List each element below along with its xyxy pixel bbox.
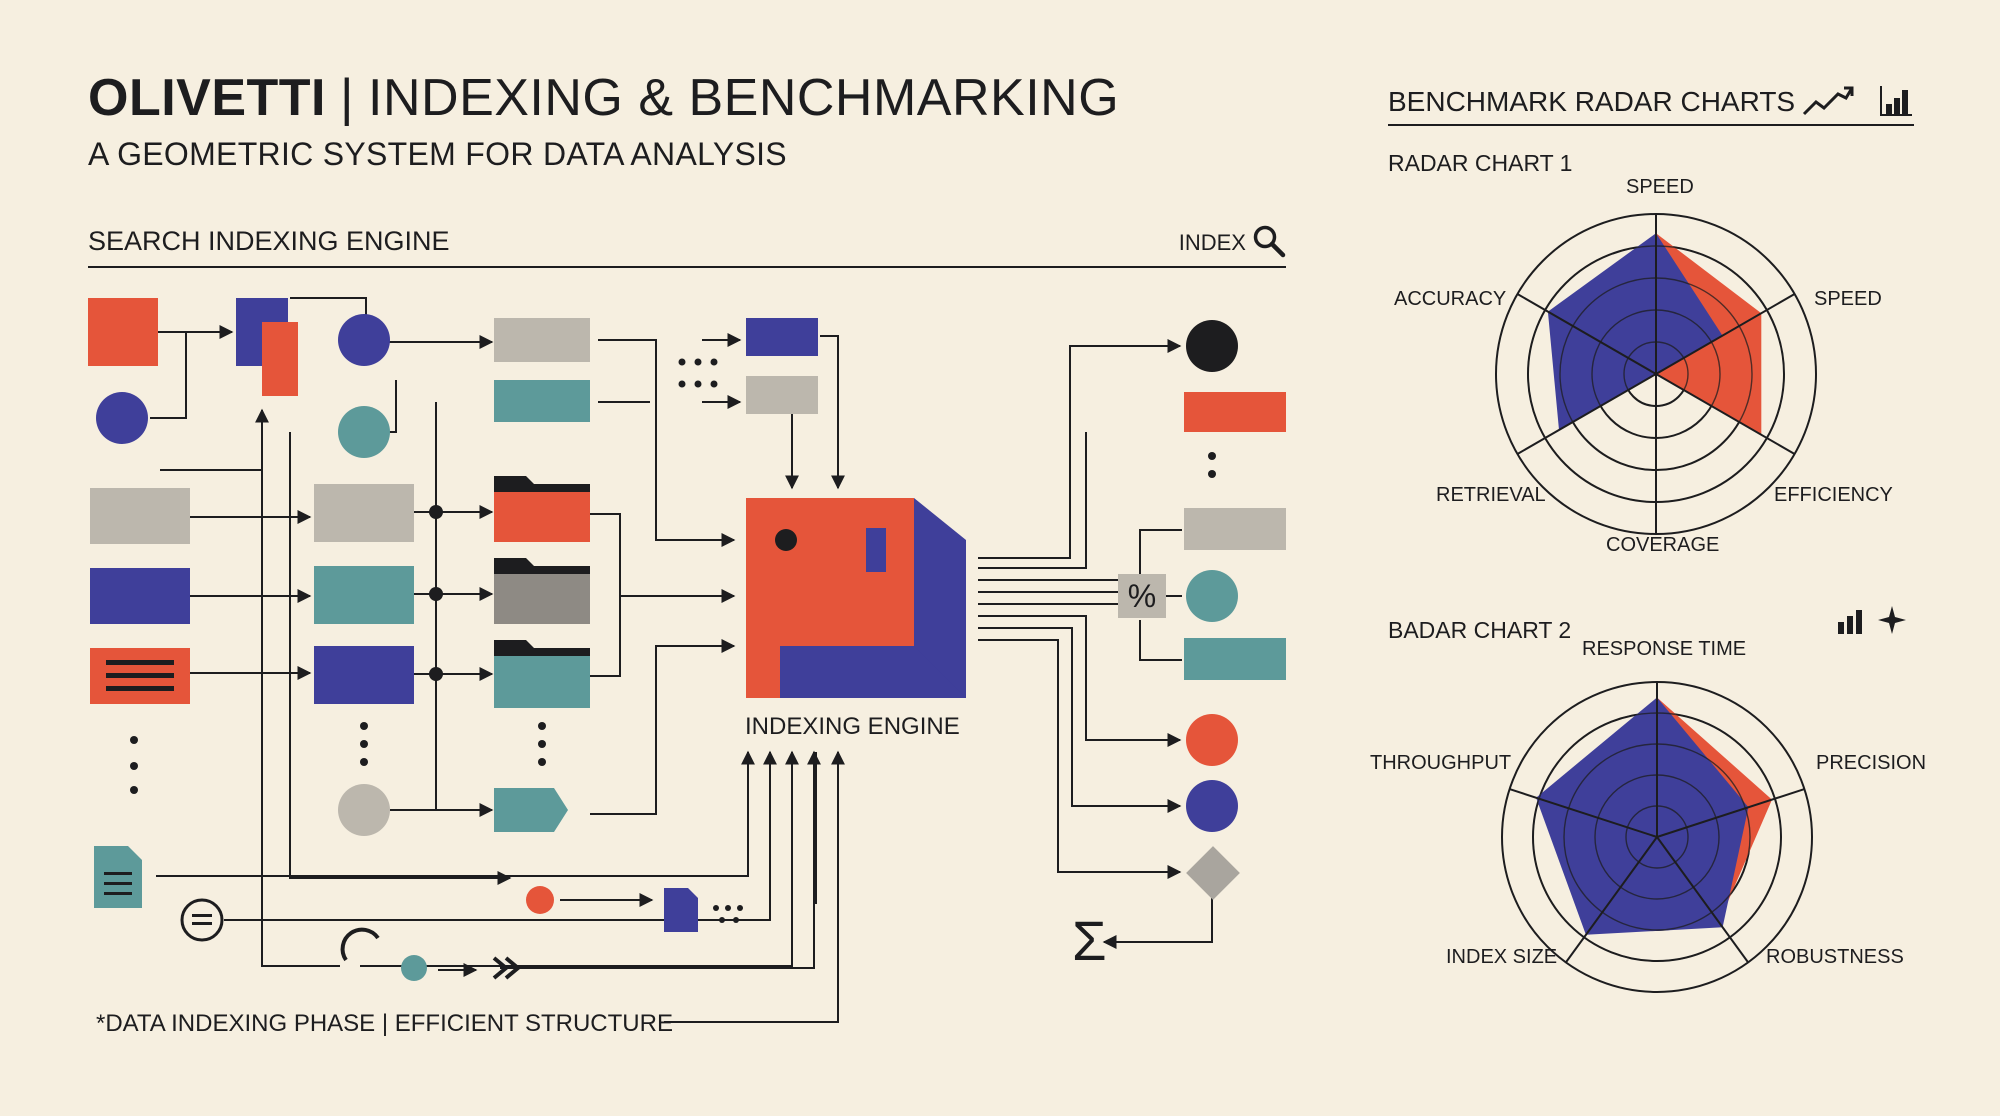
page-title: OLIVETTI|INDEXING & BENCHMARKING — [88, 68, 1119, 128]
bar-chart-icon[interactable] — [1836, 606, 1872, 636]
radar-1-spoke — [1655, 373, 1796, 455]
sigma-symbol: Σ — [1072, 909, 1107, 972]
teal-circle-node — [338, 406, 390, 458]
search-section-header: SEARCH INDEXING ENGINE INDEX — [88, 224, 1286, 268]
radar-1-inner-ring — [1591, 309, 1721, 439]
radar-2-axis-label: THROUGHPUT — [1370, 752, 1512, 774]
footnote: *DATA INDEXING PHASE | EFFICIENT STRUCTU… — [96, 1010, 673, 1037]
folder-icon — [494, 640, 590, 708]
radar-1-inner-ring — [1559, 277, 1753, 471]
radar-1-spoke — [1516, 373, 1657, 455]
index-tag: INDEX — [1178, 230, 1246, 255]
grey-diamond-node — [1186, 846, 1240, 900]
black-circle-node — [1186, 320, 1238, 372]
blue-mid-node — [314, 646, 414, 704]
junction-dot — [429, 505, 443, 519]
radar-2-axis-label: INDEX SIZE — [1446, 946, 1558, 968]
teal-output-node — [1186, 570, 1238, 622]
radar-1-axis-label: ACCURACY — [1394, 288, 1507, 310]
svg-text:%: % — [1128, 578, 1156, 614]
grey-block-node — [746, 376, 818, 414]
sparkle-icon[interactable] — [1876, 604, 1908, 636]
teal-tag-node — [494, 788, 568, 832]
radar-2-inner-ring — [1532, 712, 1782, 962]
double-chevron-icon — [492, 956, 522, 980]
grey-circle-node — [338, 784, 390, 836]
teal-output-block — [1184, 638, 1286, 680]
radar-2-axis-label: RESPONSE TIME — [1582, 638, 1747, 660]
radar-1-series-2 — [1547, 233, 1723, 430]
search-section-label: SEARCH INDEXING ENGINE — [88, 226, 450, 256]
trend-up-icon[interactable] — [1802, 84, 1854, 118]
grey-mid-node — [314, 484, 414, 542]
radar-1-inner-ring — [1623, 341, 1689, 407]
message-icon — [180, 898, 224, 942]
orange-tall-node — [262, 322, 298, 396]
brand-name: OLIVETTI — [88, 69, 326, 127]
folder-icon — [494, 476, 590, 542]
radar-1-spoke — [1516, 293, 1657, 375]
radar-2-series-2 — [1536, 697, 1749, 935]
radar-1-inner-ring — [1527, 245, 1785, 503]
vertical-dots-icon — [1208, 452, 1216, 478]
radar-chart-2 — [1501, 681, 1813, 993]
teal-mid-node — [314, 566, 414, 624]
percent-box-icon: % — [1118, 574, 1166, 618]
radar-2-axis-label: ROBUSTNESS — [1766, 946, 1904, 968]
radar-2-inner-ring — [1563, 743, 1751, 931]
radar-panel-header: BENCHMARK RADAR CHARTS — [1388, 82, 1914, 126]
indexing-engine-block — [746, 498, 966, 698]
page-subtitle: A GEOMETRIC SYSTEM FOR DATA ANALYSIS — [88, 136, 787, 172]
radar-chart-1-title: RADAR CHART 1 — [1388, 150, 1573, 176]
engine-label: INDEXING ENGINE — [745, 713, 960, 740]
grey-input-node — [90, 488, 190, 544]
small-document-icon — [664, 888, 698, 932]
junction-dot — [429, 667, 443, 681]
vertical-dots-icon — [130, 736, 138, 794]
radar-2-spoke — [1509, 788, 1658, 838]
radar-2-inner-ring — [1625, 805, 1689, 869]
bar-chart-icon[interactable] — [1878, 84, 1914, 118]
blue-block-node — [746, 318, 818, 356]
orange-output-circle — [1186, 714, 1238, 766]
teal-block-node — [494, 380, 590, 422]
orange-dot-node — [526, 886, 554, 914]
junction-dot — [429, 587, 443, 601]
radar-1-axis-label: EFFICIENCY — [1774, 484, 1893, 506]
orange-square-node — [88, 298, 158, 366]
grey-block-node — [494, 318, 590, 362]
radar-2-spoke — [1656, 836, 1749, 963]
vertical-dots-icon — [538, 722, 546, 766]
signal-arc-icon — [340, 927, 380, 962]
radar-2-inner-ring — [1594, 774, 1720, 900]
blue-input-node — [90, 568, 190, 624]
blue-circle-node — [338, 314, 390, 366]
radar-panel-title: BENCHMARK RADAR CHARTS — [1388, 86, 1796, 117]
radar-1-spoke — [1655, 293, 1796, 375]
radar-2-axis-label: PRECISION — [1816, 752, 1927, 774]
teal-dot-node — [401, 955, 427, 981]
folder-icon — [494, 558, 590, 624]
dot-grid-icon — [678, 358, 718, 388]
search-icon[interactable] — [1252, 224, 1286, 258]
document-icon — [94, 846, 142, 908]
title-text: INDEXING & BENCHMARKING — [368, 69, 1120, 127]
radar-1-axis-label: SPEED — [1626, 176, 1694, 198]
grey-output-node — [1184, 508, 1286, 550]
dot-cluster-icon — [713, 905, 743, 923]
blue-circle-node — [96, 392, 148, 444]
radar-1-axis-label: SPEED — [1814, 288, 1882, 310]
radar-2-spoke — [1656, 788, 1805, 838]
radar-1-axis-label: RETRIEVAL — [1436, 484, 1546, 506]
vertical-dots-icon — [360, 722, 368, 766]
orange-output-node — [1184, 392, 1286, 432]
title-separator: | — [340, 69, 355, 127]
radar-1-axis-label: COVERAGE — [1606, 534, 1720, 556]
radar-chart-1 — [1495, 213, 1817, 535]
list-lines-icon — [106, 660, 174, 691]
radar-chart-2-title: BADAR CHART 2 — [1388, 617, 1572, 643]
radar-2-spoke — [1565, 836, 1658, 963]
blue-output-circle — [1186, 780, 1238, 832]
